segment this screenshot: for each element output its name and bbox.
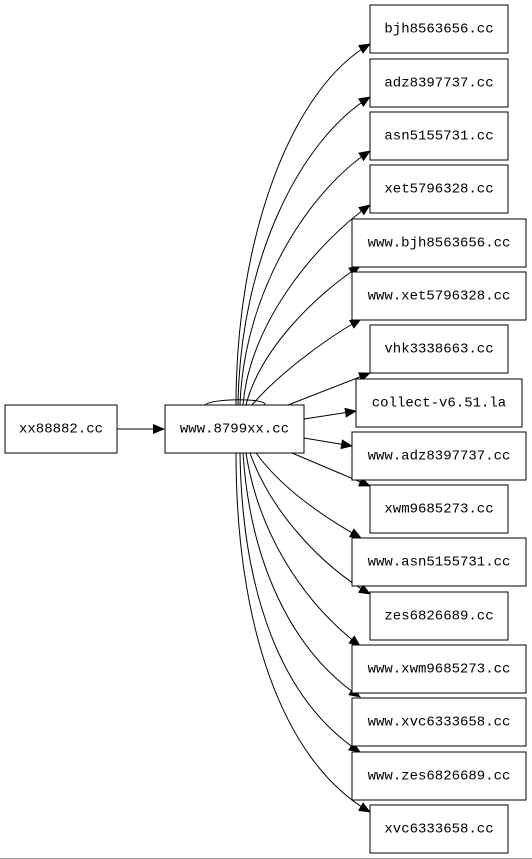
node-target-www-zes6826689[interactable]: www.zes6826689.cc — [351, 751, 527, 801]
node-target-www-bjh8563656[interactable]: www.bjh8563656.cc — [351, 218, 527, 268]
edge-to-www-zes6826689 — [239, 452, 361, 753]
node-source-label: xx88882.cc — [19, 422, 103, 438]
node-target-xwm9685273[interactable]: xwm9685273.cc — [369, 484, 509, 534]
nodes-layer: xx88882.cc www.8799xx.cc bjh8563656.cc a… — [4, 4, 527, 854]
node-target-asn5155731[interactable]: asn5155731.cc — [369, 111, 509, 161]
node-target-vhk3338663[interactable]: vhk3338663.cc — [369, 324, 509, 374]
node-source[interactable]: xx88882.cc — [4, 404, 118, 454]
node-target-label: www.xet5796328.cc — [368, 289, 511, 305]
node-target-label: www.bjh8563656.cc — [368, 236, 511, 252]
edge-to-vhk3338663 — [287, 372, 371, 406]
node-target-label: adz8397737.cc — [384, 76, 493, 92]
edge-to-www-asn5155731 — [255, 452, 362, 539]
node-target-xet5796328[interactable]: xet5796328.cc — [369, 164, 509, 214]
edge-to-www-xet5796328 — [251, 318, 362, 406]
node-target-label: vhk3338663.cc — [384, 342, 493, 358]
node-target-label: www.xvc6333658.cc — [368, 715, 511, 731]
node-target-collect-v6-51-la[interactable]: collect-v6.51.la — [355, 378, 523, 428]
node-target-label: xvc6333658.cc — [384, 822, 493, 838]
edge-to-xet5796328 — [242, 204, 371, 406]
node-target-label: www.zes6826689.cc — [368, 769, 511, 785]
edge-to-www-bjh8563656 — [245, 265, 361, 406]
node-target-www-xwm9685273[interactable]: www.xwm9685273.cc — [351, 644, 527, 694]
node-target-label: www.xwm9685273.cc — [368, 662, 511, 678]
edge-to-www-xwm9685273 — [245, 452, 361, 647]
node-target-www-asn5155731[interactable]: www.asn5155731.cc — [351, 537, 527, 587]
node-target-zes6826689[interactable]: zes6826689.cc — [369, 591, 509, 641]
edge-to-xvc6333658 — [235, 452, 371, 813]
edge-to-www-xvc6333658 — [242, 452, 361, 698]
node-target-label: www.asn5155731.cc — [368, 555, 511, 571]
node-target-label: bjh8563656.cc — [384, 22, 493, 38]
node-target-bjh8563656[interactable]: bjh8563656.cc — [369, 4, 509, 54]
node-hub-label: www.8799xx.cc — [180, 422, 289, 438]
node-target-label: collect-v6.51.la — [372, 396, 506, 412]
edge-to-adz8397737 — [237, 96, 371, 406]
node-target-label: xet5796328.cc — [384, 182, 493, 198]
edge-to-asn5155731 — [239, 150, 371, 406]
edge-hub-self-loop — [204, 399, 266, 406]
node-target-adz8397737[interactable]: adz8397737.cc — [369, 58, 509, 108]
node-target-label: asn5155731.cc — [384, 129, 493, 145]
node-target-xvc6333658[interactable]: xvc6333658.cc — [369, 804, 509, 854]
node-target-www-xvc6333658[interactable]: www.xvc6333658.cc — [351, 697, 527, 747]
edge-to-www-adz8397737 — [303, 437, 353, 450]
node-target-www-xet5796328[interactable]: www.xet5796328.cc — [351, 271, 527, 321]
node-target-label: www.adz8397737.cc — [368, 449, 511, 465]
node-target-label: zes6826689.cc — [384, 609, 493, 625]
node-target-www-adz8397737[interactable]: www.adz8397737.cc — [351, 431, 527, 481]
edge-to-bjh8563656 — [235, 43, 371, 406]
edge-to-collect-v6-51-la — [303, 407, 357, 420]
node-target-label: xwm9685273.cc — [384, 502, 493, 518]
node-hub[interactable]: www.8799xx.cc — [164, 404, 305, 454]
